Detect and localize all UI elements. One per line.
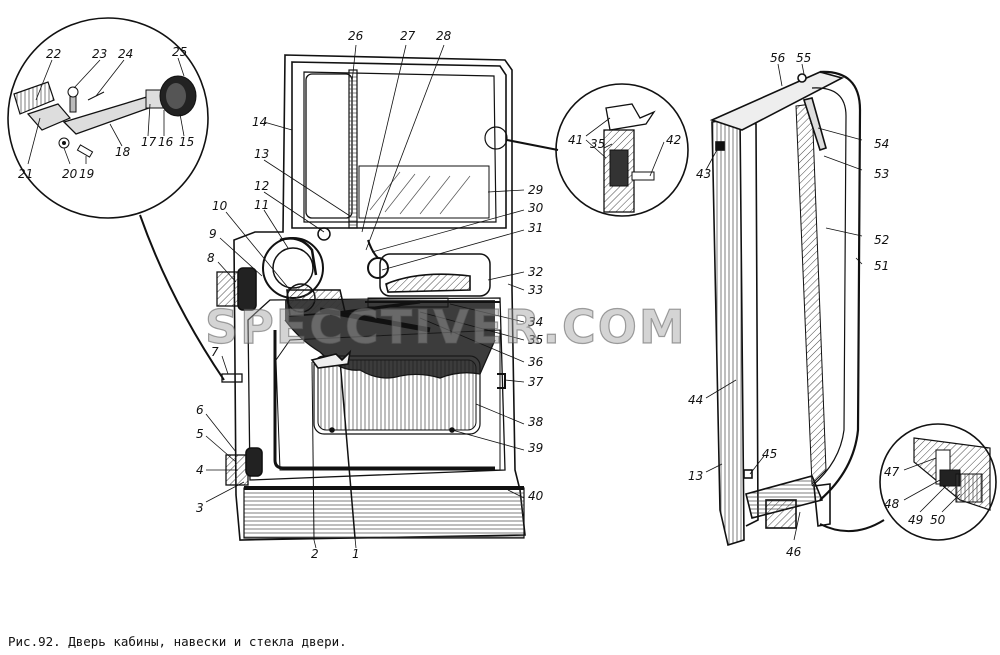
callout-7: 7 [211, 345, 219, 359]
callout-24: 24 [118, 47, 133, 61]
callout-20: 20 [62, 167, 78, 181]
callout-42: 42 [666, 133, 681, 147]
callout-13: 13 [254, 147, 269, 161]
callout-47: 47 [884, 465, 900, 479]
callout-45: 45 [762, 447, 777, 461]
callout-34: 34 [528, 315, 543, 329]
callout-13b: 13 [688, 469, 703, 483]
callout-55: 55 [796, 51, 811, 65]
callout-33: 33 [528, 283, 543, 297]
figure-caption: Рис.92. Дверь кабины, навески и стекла д… [8, 634, 347, 649]
callout-54: 54 [874, 137, 889, 151]
callout-43: 43 [696, 167, 711, 181]
callout-17: 17 [141, 135, 157, 149]
callout-30: 30 [528, 201, 544, 215]
callout-36: 36 [528, 355, 544, 369]
callout-14: 14 [252, 115, 267, 129]
callout-48: 48 [884, 497, 900, 511]
callout-8: 8 [207, 251, 215, 265]
callout-18: 18 [115, 145, 131, 159]
callout-4: 4 [196, 463, 204, 477]
callout-39: 39 [528, 441, 543, 455]
callout-37: 37 [528, 375, 544, 389]
callout-10: 10 [212, 199, 228, 213]
callout-40: 40 [528, 489, 544, 503]
callout-53: 53 [874, 167, 889, 181]
callout-16: 16 [158, 135, 174, 149]
callout-44: 44 [688, 393, 703, 407]
callout-31: 31 [528, 221, 543, 235]
callout-56: 56 [770, 51, 786, 65]
callout-6: 6 [196, 403, 204, 417]
callout-26: 26 [348, 29, 364, 43]
callout-22: 22 [46, 47, 61, 61]
seal-detail-view: 41 35 42 [484, 83, 689, 217]
callout-23: 23 [92, 47, 107, 61]
callout-41: 41 [568, 133, 583, 147]
callout-25: 25 [172, 45, 187, 59]
callout-15: 15 [179, 135, 194, 149]
callout-12: 12 [254, 179, 269, 193]
callout-51: 51 [874, 259, 889, 273]
lock-detail-view: 15 16 17 18 19 20 21 22 23 24 25 [7, 17, 225, 381]
callout-52: 52 [874, 233, 889, 247]
door-leader-lines [205, 44, 525, 549]
hinge-detail-view: 47 48 49 50 [819, 423, 997, 541]
callout-28: 28 [436, 29, 452, 43]
callout-2: 2 [311, 547, 319, 561]
callout-38: 38 [528, 415, 544, 429]
callout-35b: 35 [590, 137, 605, 151]
callout-21: 21 [18, 167, 33, 181]
frame-leader-lines [705, 63, 863, 541]
callout-50: 50 [930, 513, 946, 527]
callout-29: 29 [528, 183, 543, 197]
cab-door [216, 54, 526, 541]
callout-9: 9 [209, 227, 217, 241]
callout-11: 11 [254, 198, 269, 212]
callout-5: 5 [196, 427, 204, 441]
callout-32: 32 [528, 265, 543, 279]
callout-3: 3 [196, 501, 204, 515]
glass-frame [709, 70, 862, 547]
callout-1: 1 [352, 547, 360, 561]
callout-27: 27 [400, 29, 416, 43]
callout-19: 19 [79, 167, 94, 181]
door-labels: 1 2 3 4 5 6 7 8 9 10 11 12 13 14 26 27 2… [196, 29, 544, 561]
callout-35: 35 [528, 333, 543, 347]
callout-46: 46 [786, 545, 802, 559]
frame-labels: 13 43 44 45 46 51 52 53 54 55 56 [688, 51, 889, 559]
callout-49: 49 [908, 513, 923, 527]
